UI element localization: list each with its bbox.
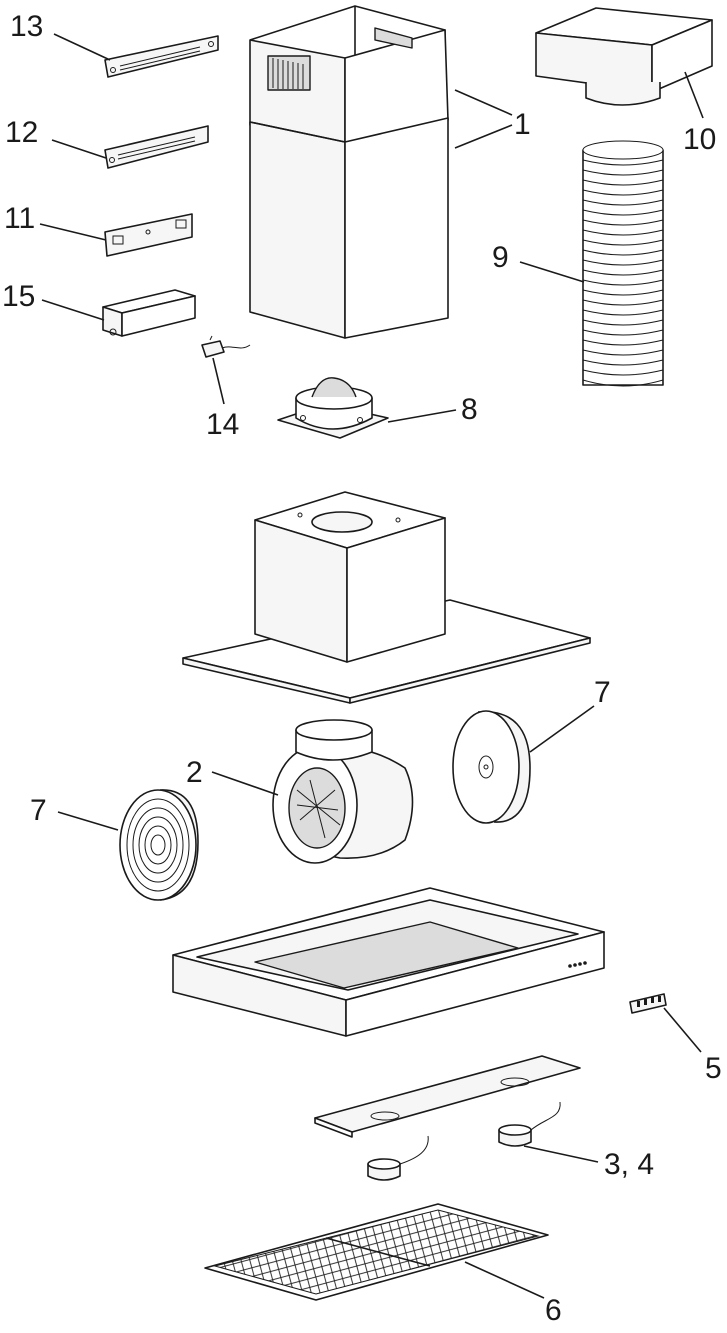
label-part-9: 9 (492, 241, 509, 274)
label-part-11: 11 (4, 202, 35, 235)
part-1-chimney-covers (249, 5, 449, 339)
label-part-8: 8 (461, 393, 478, 426)
label-part-10: 10 (683, 123, 716, 156)
label-part-3-4: 3, 4 (604, 1148, 654, 1181)
leader-lines (39, 33, 704, 1299)
label-part-1: 1 (514, 108, 531, 141)
label-part-12: 12 (5, 116, 38, 149)
label-part-7-right: 7 (594, 676, 611, 709)
part-9-flexible-duct (582, 140, 664, 387)
part-7-charcoal-filter-right (452, 710, 531, 824)
part-8-damper-flange (277, 377, 389, 439)
part-7-charcoal-filter-left (119, 789, 199, 901)
label-part-13: 13 (10, 10, 43, 43)
part-3-4-lights (367, 1101, 561, 1181)
part-6-mesh-filter (204, 1203, 549, 1301)
part-12-bracket (104, 125, 209, 169)
part-15-junction-box (102, 289, 196, 337)
part-14-connector (201, 335, 251, 358)
part-13-bracket (104, 35, 219, 78)
label-part-6: 6 (545, 1294, 562, 1327)
label-part-7-left: 7 (30, 794, 47, 827)
part-2-blower-motor (272, 719, 414, 864)
hood-body-canopy (182, 491, 591, 704)
hood-bottom-frame (172, 887, 605, 1037)
part-11-mounting-plate (104, 213, 193, 257)
light-rail (314, 1055, 581, 1138)
label-part-2: 2 (186, 756, 203, 789)
part-10-duct-adapter (535, 7, 713, 106)
label-part-5: 5 (705, 1052, 722, 1085)
part-5-control-switch (629, 993, 667, 1014)
label-part-14: 14 (206, 408, 239, 441)
label-part-15: 15 (2, 280, 35, 313)
